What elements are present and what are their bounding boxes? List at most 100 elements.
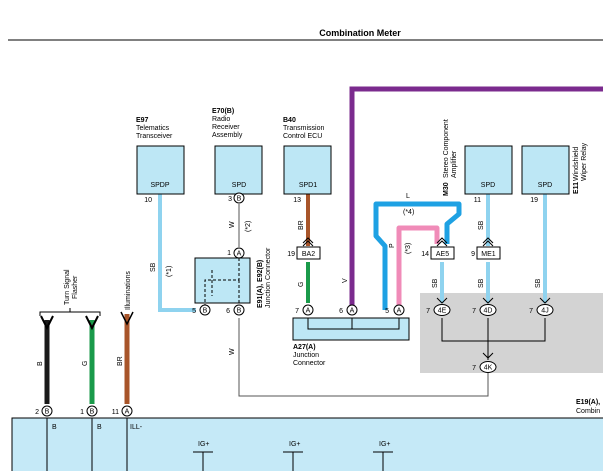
meter-ig-1: IG+ [198, 441, 209, 448]
wire-label-sb-me1: SB [478, 220, 485, 230]
arrow-icon-g [85, 315, 99, 331]
pin-4j-num: 7 [529, 308, 533, 315]
wire-label-br-b40: BR [298, 220, 305, 230]
pin-4k-num: 7 [472, 365, 476, 372]
ba2-code: BA2 [302, 251, 315, 258]
junction-e91-pin6: 6 [226, 308, 230, 315]
turn-signal-name-2: Flasher [72, 275, 79, 299]
junction-e91-pin1-conn: A [237, 251, 242, 258]
e11-name-1: Windshield [573, 147, 580, 181]
note-3: (*3) [405, 243, 412, 254]
wire-label-p: P [389, 243, 396, 248]
junction-e91-name: Junction Connector [265, 247, 272, 308]
a27-pin5: 5 [385, 308, 389, 315]
a27-pin5-circle [393, 304, 405, 316]
wire-v-purple [349, 86, 603, 310]
meter-ig-3: IG+ [379, 441, 390, 448]
chevron-icon-4j [539, 297, 551, 304]
meter-pin1-num: 1 [80, 409, 84, 416]
junction-e91-pin6-circle [233, 304, 245, 316]
pin-4d-conn: 4D [484, 308, 493, 315]
meter-pin-merge [441, 318, 546, 360]
meter-code: E19(A), [576, 399, 600, 406]
pin-4k-conn: 4K [484, 365, 493, 372]
note-1: (*1) [166, 266, 173, 277]
m30-name-1: Stereo Component [443, 119, 450, 178]
a27-pin5-conn: A [397, 308, 402, 315]
note-4: (*4) [403, 209, 414, 216]
e70-name-1: Radio [212, 116, 230, 123]
b40-code: B40 [283, 117, 296, 124]
wire-label-g: G [298, 282, 305, 287]
pin-4e-oval [433, 304, 451, 316]
wire-label-sb-4d: SB [478, 278, 485, 288]
page-title: Combination Meter [319, 28, 401, 38]
meter-pin2-conn: B [45, 409, 50, 416]
wire-label-b: B [37, 361, 44, 366]
turn-signal-name-1: Turn Signal [64, 269, 71, 305]
b40-name-2: Control ECU [283, 133, 322, 140]
combination-meter-block [11, 417, 603, 471]
chevron-icon-4e [436, 297, 448, 304]
b40-pin: 13 [293, 197, 301, 204]
meter-ig-2: IG+ [289, 441, 300, 448]
ae5-code: AE5 [436, 251, 449, 258]
meter-term-b-1: B [52, 424, 57, 431]
chevron-icon-ba2 [302, 237, 314, 247]
pin-4d-num: 7 [472, 308, 476, 315]
junction-e91-pin5-circle [199, 304, 211, 316]
meter-shaded-region [420, 293, 603, 373]
e97-box [136, 145, 185, 195]
e97-name-1: Telematics [136, 125, 170, 132]
illuminations-label: Illuminations [125, 271, 132, 310]
chevron-icon-ae5 [436, 237, 448, 247]
junction-e91-pin5-conn: B [203, 308, 208, 315]
meter-pin11-num: 11 [112, 409, 119, 416]
a27-pin6: 6 [339, 308, 343, 315]
e11-box [521, 145, 570, 195]
a27-pin7-conn: A [306, 308, 311, 315]
meter-pin2-circle [41, 405, 53, 417]
m30-code: M30 [443, 182, 450, 196]
bracket-turn-signal [39, 308, 101, 316]
junction-e91-box [194, 257, 251, 304]
e97-terminal: SPDP [150, 182, 169, 189]
e11-pin: 19 [530, 197, 538, 204]
meter-term-ill: ILL- [130, 424, 143, 431]
wire-label-w-junction: W [229, 348, 236, 355]
a27-name-1: Junction [293, 352, 319, 359]
pin-4j-conn: 4J [541, 308, 548, 315]
pin-4j-oval [536, 304, 554, 316]
a27-pin7: 7 [295, 308, 299, 315]
wire-label-g-left: G [82, 361, 89, 366]
ba2-box [296, 246, 321, 260]
note-2: (*2) [245, 221, 252, 232]
arrow-icon-br [120, 311, 134, 326]
junction-e91-pin5: 5 [192, 308, 196, 315]
ae5-box [430, 246, 455, 260]
a27-code: A27(A) [293, 344, 316, 351]
b40-terminal: SPD1 [299, 182, 317, 189]
wire-label-l: L [406, 193, 410, 200]
e70-code: E70(B) [212, 108, 234, 115]
chevron-icon-4d [482, 297, 494, 304]
wire-p-pink [396, 225, 440, 308]
a27-pin7-circle [302, 304, 314, 316]
a27-pin6-conn: A [350, 308, 355, 315]
ae5-pin: 14 [421, 251, 429, 258]
junction-e91-pin6-conn: B [237, 308, 242, 315]
arrow-icon-b [40, 315, 54, 331]
me1-box [476, 246, 501, 260]
pin-4d-oval [479, 304, 497, 316]
m30-pin: 11 [474, 197, 481, 204]
wire-label-v: V [342, 278, 349, 283]
junction-e91-code: E91(A), E92(B) [257, 260, 264, 308]
meter-code-2: Combin [576, 408, 600, 415]
wire-label-sb-4e: SB [432, 278, 439, 288]
b40-box [283, 145, 332, 195]
wire-label-sb-e97: SB [150, 262, 157, 272]
e70-name-3: Assembly [212, 132, 243, 139]
junction-e91-pin1: 1 [227, 250, 231, 257]
e70-terminal: SPD [232, 182, 246, 189]
a27-pin6-circle [346, 304, 358, 316]
